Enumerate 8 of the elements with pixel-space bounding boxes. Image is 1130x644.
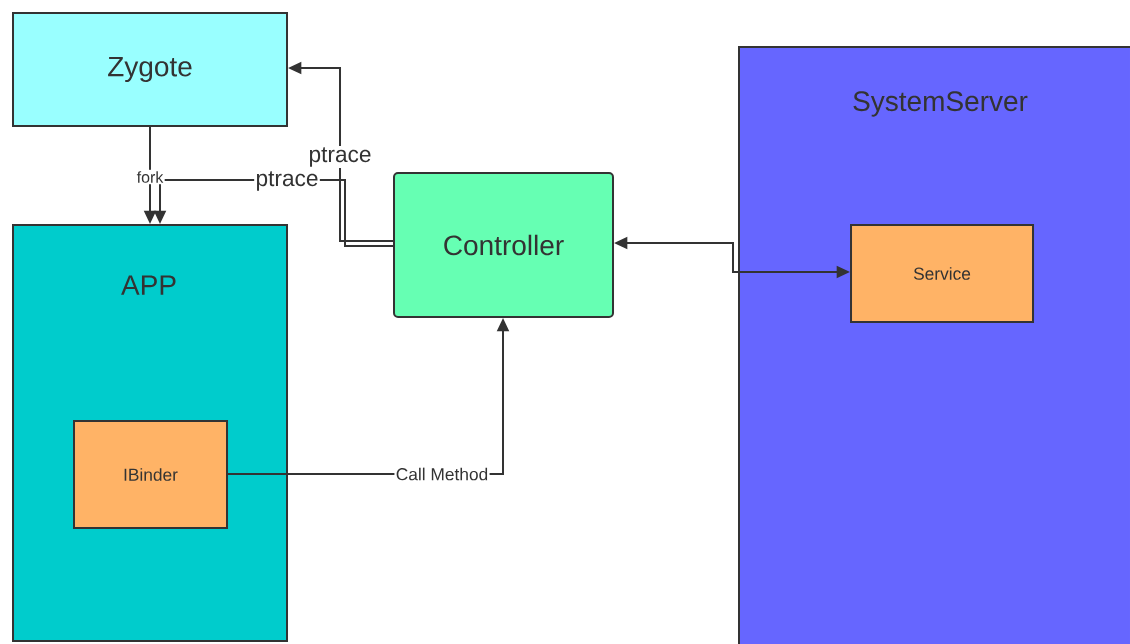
process-box: Zygote — [12, 12, 288, 127]
edge-label: ptrace — [307, 146, 373, 168]
edge-label: ptrace — [254, 170, 320, 192]
process-box: Controller — [393, 172, 614, 318]
edge-label: Call Method — [394, 466, 490, 482]
component-box: IBinder — [73, 420, 228, 529]
edge-label: fork — [135, 169, 165, 185]
component-box: Service — [850, 224, 1034, 323]
